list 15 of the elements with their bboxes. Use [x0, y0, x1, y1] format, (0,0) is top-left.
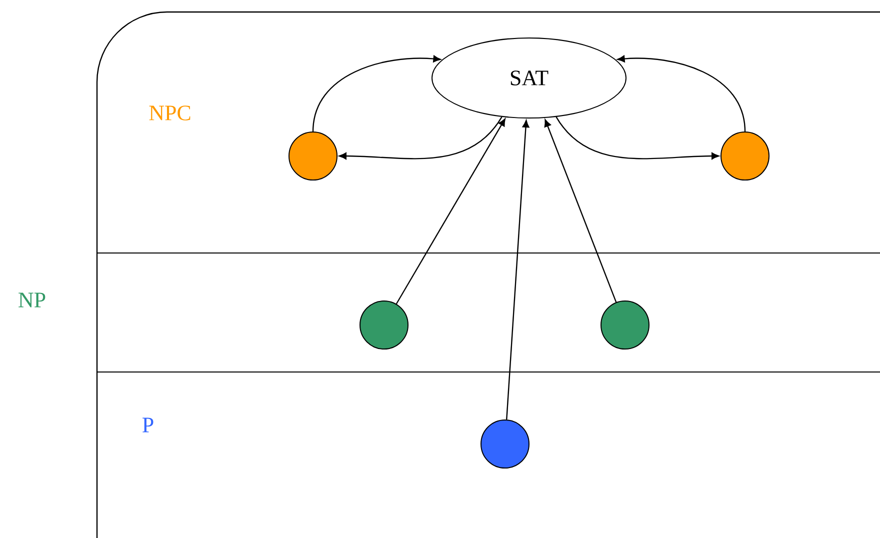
circle-node [720, 132, 770, 180]
arrow [556, 116, 719, 160]
arrow [339, 116, 502, 160]
arrow [396, 118, 506, 304]
circle-node [600, 300, 650, 350]
circle-node [360, 300, 408, 350]
region-label: P [142, 418, 154, 432]
arrow [312, 55, 441, 132]
arrow [617, 55, 746, 132]
arrow [506, 120, 530, 420]
ellipse-node: SAT [432, 38, 626, 118]
arrow [544, 119, 617, 302]
circle-node [480, 420, 530, 468]
circle-node [288, 132, 338, 180]
region-label: NPC [149, 106, 190, 120]
